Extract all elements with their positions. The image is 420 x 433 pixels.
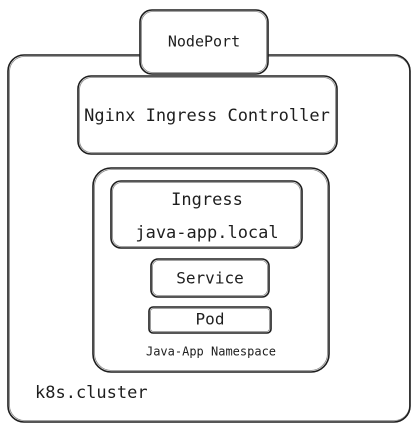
cluster-label: k8s.cluster [35,383,148,403]
ingress-box: Ingress java-app.local [110,180,303,249]
nodeport-label: NodePort [168,33,240,51]
pod-label: Pod [196,310,225,329]
service-label: Service [176,269,243,288]
nginx-ingress-controller-label: Nginx Ingress Controller [84,106,330,126]
ingress-title: Ingress [171,190,243,210]
namespace-label: Java-App Namespace [146,345,276,359]
ingress-host: java-app.local [135,223,278,243]
pod-box: Pod [148,306,272,334]
nginx-ingress-controller-box: Nginx Ingress Controller [77,75,338,155]
nodeport-box: NodePort [139,9,269,75]
service-box: Service [150,258,270,298]
